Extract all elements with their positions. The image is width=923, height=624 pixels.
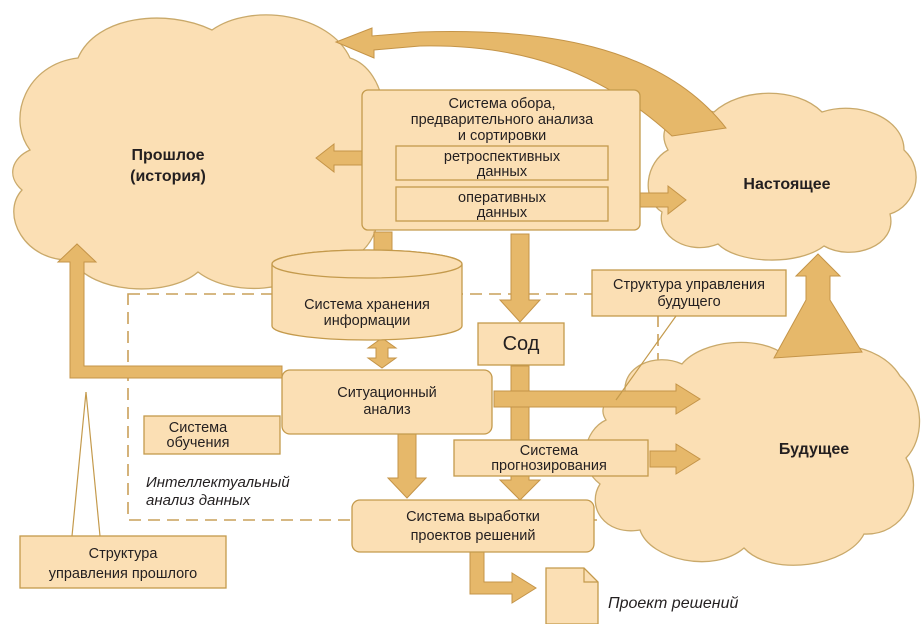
present-to-past-arrow xyxy=(334,27,727,137)
future-mgmt-label-1: Структура управления xyxy=(613,277,765,293)
project-document-icon xyxy=(545,567,599,624)
storage-situational-arrow xyxy=(366,337,398,369)
situational-box xyxy=(281,369,493,435)
region-label-1: Интеллектуальный xyxy=(146,474,290,491)
past-cloud-label-1: Прошлое xyxy=(131,147,204,164)
past-mgmt-label-1: Структура xyxy=(89,546,159,562)
present-cloud xyxy=(647,92,917,261)
future-mgmt-label-2: будущего xyxy=(657,294,720,310)
forecast-label-1: Система xyxy=(520,443,579,459)
forecast-box xyxy=(453,439,649,477)
region-label-2: анализ данных xyxy=(146,492,251,509)
learning-label-2: обучения xyxy=(167,435,230,451)
decision-label-1: Система выработки xyxy=(406,509,540,525)
situational-to-decision-arrow xyxy=(386,433,428,499)
past-mgmt-box xyxy=(19,535,227,589)
present-cloud-label: Настоящее xyxy=(743,176,830,193)
decision-to-project-arrow xyxy=(469,547,537,604)
past-mgmt-pointer-a xyxy=(71,391,87,537)
sod-box xyxy=(477,322,565,366)
oper-data-label-2: данных xyxy=(477,205,528,221)
past-mgmt-pointer-b xyxy=(85,391,101,537)
project-document-fold xyxy=(583,568,598,583)
storage-label-2: информации xyxy=(324,313,411,329)
collection-title-3: и сортировки xyxy=(458,128,546,144)
learning-label-1: Система xyxy=(169,420,228,436)
situational-label-1: Ситуационный xyxy=(337,385,437,401)
future-mgmt-box xyxy=(591,269,787,317)
sod-label: Сод xyxy=(503,333,540,355)
project-output-label: Проект решений xyxy=(608,595,738,612)
past-cloud-label-2: (история) xyxy=(130,168,206,185)
collection-title-2: предварительного анализа xyxy=(411,112,594,128)
oper-data-box xyxy=(395,186,609,222)
situational-label-2: анализ xyxy=(363,402,411,418)
future-mgmt-pointer xyxy=(615,315,677,401)
sod-to-decision-arrow xyxy=(498,365,542,501)
learning-box xyxy=(143,415,281,455)
storage-cylinder-top xyxy=(271,249,463,279)
situational-to-future-arrow xyxy=(493,383,701,415)
situational-to-past-arrow xyxy=(56,243,283,379)
past-mgmt-label-2: управления прошлого xyxy=(49,566,197,582)
oper-data-label-1: оперативных xyxy=(458,190,547,206)
decision-label-2: проектов решений xyxy=(411,528,536,544)
decision-box xyxy=(351,499,595,553)
collection-to-sod-arrow xyxy=(498,233,542,323)
retro-data-label-1: ретроспективных xyxy=(444,149,561,165)
collection-title-1: Система обора, xyxy=(448,96,555,112)
future-cloud-label: Будущее xyxy=(779,441,849,458)
intelligent-analysis-region xyxy=(127,293,659,521)
retro-data-label-2: данных xyxy=(477,164,528,180)
forecast-to-future-arrow xyxy=(649,443,701,475)
retro-data-box xyxy=(395,145,609,181)
storage-label-1: Система хранения xyxy=(304,297,430,313)
forecast-label-2: прогнозирования xyxy=(491,458,607,474)
future-to-present-arrow xyxy=(773,253,863,359)
